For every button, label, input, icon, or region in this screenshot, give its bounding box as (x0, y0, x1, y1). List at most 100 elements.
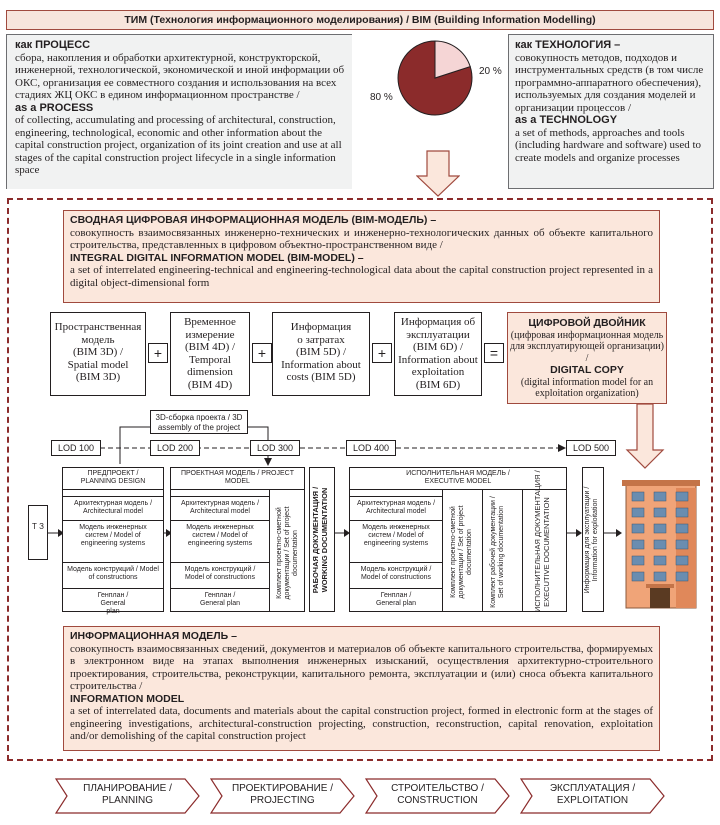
infomodel-ru-text: совокупность взаимосвязанных сведений, д… (70, 642, 653, 693)
dim-6d-l3: (BIM 6D) / (412, 341, 464, 353)
stage-exploitation: ЭКСПЛУАТАЦИЯ /EXPLOITATION (520, 778, 665, 814)
building-window (675, 571, 689, 582)
dim-3d-l3: (BIM 3D) / (72, 346, 124, 358)
executive-arch: Архитектурная модель / Architectural mod… (350, 496, 442, 520)
dim-5d-l5: costs (BIM 5D) (286, 371, 356, 383)
tz-box: Т З (28, 505, 48, 560)
executive-genplan: Генплан / General plan (350, 588, 442, 612)
predproekt-arch: Архитектурная модель / Architectural mod… (63, 496, 163, 520)
plus-sign-1: + (148, 343, 168, 363)
pie-chart (397, 40, 473, 116)
executive-v2: Комплект рабочей документации / Set of w… (490, 496, 505, 608)
stage-projecting-ru: ПРОЕКТИРОВАНИЕ / (231, 783, 334, 794)
executive-title: ИСПОЛНИТЕЛЬНАЯ МОДЕЛЬ / EXECUTIVE MODEL (350, 468, 566, 490)
dim-4d-l4: Temporal (189, 353, 231, 366)
integral-model-box: СВОДНАЯ ЦИФРОВАЯ ИНФОРМАЦИОННАЯ МОДЕЛЬ (… (63, 210, 660, 303)
dim-6d-l5: exploitation (411, 366, 465, 378)
technology-ru-text: совокупность методов, подходов и инструм… (515, 51, 704, 114)
exploit-en: Information for exploitation (592, 498, 599, 582)
dim-6d-l2: эксплуатации (406, 328, 470, 341)
predproekt-genplan: Генплан / General plan (63, 588, 163, 615)
infomodel-en-title: INFORMATION MODEL (70, 692, 185, 705)
dim-5d-box: Информация о затратах (BIM 5D) / Informa… (272, 312, 370, 396)
executive-divider-2 (482, 490, 483, 612)
executive-v3: ИСПОЛНИТЕЛЬНАЯ ДОКУМЕНТАЦИЯ / EXECUTIVE … (533, 470, 557, 612)
bim-frame (7, 198, 713, 761)
exploitation-info: Информация для эксплуатации / Informatio… (582, 467, 604, 612)
dim-5d-l3: (BIM 5D) / (295, 346, 347, 358)
dim-6d-l1: Информация об (400, 316, 476, 328)
equals-sign: = (484, 343, 504, 363)
process-ru-text: сбора, накопления и обработки архитектур… (15, 51, 345, 102)
stage-construction: СТРОИТЕЛЬСТВО /CONSTRUCTION (365, 778, 510, 814)
executive-model: ИСПОЛНИТЕЛЬНАЯ МОДЕЛЬ / EXECUTIVE MODEL … (349, 467, 567, 612)
building-window (653, 523, 667, 534)
exploit-ru: Информация для эксплуатации / (584, 486, 591, 594)
building-window (653, 491, 667, 502)
twin-en-title: DIGITAL COPY (550, 364, 624, 376)
executive-v1: Комплект проектно-сметной документации /… (450, 505, 473, 599)
stage-projecting-en: PROJECTING (250, 795, 315, 806)
process-ru-title: как ПРОЦЕСС (15, 39, 91, 51)
stage-construction-en: CONSTRUCTION (397, 795, 478, 806)
building-window (631, 571, 645, 582)
executive-divider-1 (442, 490, 443, 612)
building-window (653, 555, 667, 566)
plus-sign-2: + (252, 343, 272, 363)
project-title: ПРОЕКТНАЯ МОДЕЛЬ / PROJECT MODEL (171, 468, 304, 490)
building-window (631, 539, 645, 550)
dim-4d-l2: измерение (185, 328, 235, 341)
twin-ru-title: ЦИФРОВОЙ ДВОЙНИК (528, 317, 646, 329)
technology-en-title: as a TECHNOLOGY (515, 114, 618, 126)
twin-en-text: (digital information model for an exploi… (520, 376, 654, 400)
executive-v3-ru: ИСПОЛНИТЕЛЬНАЯ ДОКУМЕНТАЦИЯ / (533, 470, 542, 612)
technology-ru-title: как ТЕХНОЛОГИЯ – (515, 39, 621, 51)
working-ru: РАБОЧАЯ ДОКУМЕНТАЦИЯ / (311, 486, 320, 594)
lod-200: LOD 200 (150, 440, 200, 456)
stage-exploitation-en: EXPLOITATION (556, 795, 629, 806)
technology-panel: как ТЕХНОЛОГИЯ – совокупность методов, п… (508, 34, 714, 189)
stage-planning: ПЛАНИРОВАНИЕ /PLANNING (55, 778, 200, 814)
header-title: ТИМ (Технология информационного моделиро… (6, 10, 714, 30)
stage-exploitation-ru: ЭКСПЛУАТАЦИЯ / (549, 783, 636, 794)
dim-5d-l1: Информация (290, 321, 352, 333)
integral-en-text: a set of interrelated engineering-techni… (70, 264, 653, 289)
dim-3d-l1: Пространственная (54, 321, 142, 333)
down-arrow (416, 150, 460, 197)
project-model: ПРОЕКТНАЯ МОДЕЛЬ / PROJECT MODEL Архитек… (170, 467, 305, 612)
process-en-title: as a PROCESS (15, 101, 94, 114)
dim-4d-l6: (BIM 4D) (187, 378, 233, 391)
building-window (631, 491, 645, 502)
predproekt-model: ПРЕДПРОЕКТ / PLANNING DESIGN Архитектурн… (62, 467, 164, 615)
dim-4d-l5: dimension (187, 366, 233, 378)
tz-label: Т З (32, 522, 44, 531)
dim-3d-l5: (BIM 3D) (75, 371, 121, 383)
dim-6d-l6: (BIM 6D) (415, 378, 461, 391)
dim-5d-l2: о затратах (297, 333, 345, 346)
twin-ru-text: (цифровая информационная модель для эксп… (510, 329, 664, 364)
pie-label-20: 20 % (479, 66, 502, 77)
project-genplan: Генплан / General plan (171, 588, 269, 612)
executive-eng: Модель инженерных систем / Model of engi… (350, 520, 442, 556)
integral-ru-title: СВОДНАЯ ЦИФРОВАЯ ИНФОРМАЦИОННАЯ МОДЕЛЬ (… (70, 214, 437, 226)
predproekt-constr: Модель конструкций / Model of constructi… (63, 562, 163, 586)
process-en-text: of collecting, accumulating and processi… (15, 114, 342, 176)
infomodel-ru-title: ИНФОРМАЦИОННАЯ МОДЕЛЬ – (70, 630, 237, 642)
integral-ru-text: совокупность взаимосвязанных инженерно-т… (70, 226, 653, 252)
pie-label-80: 80 % (370, 92, 393, 103)
executive-constr: Модель конструкций / Model of constructi… (350, 562, 442, 586)
lod-500: LOD 500 (566, 440, 616, 456)
dim-4d-l1: Временное (184, 316, 236, 328)
project-eng: Модель инженерных систем / Model of engi… (171, 520, 269, 556)
stage-construction-ru: СТРОИТЕЛЬСТВО / (391, 783, 484, 794)
building-window (653, 539, 667, 550)
executive-divider-3 (522, 490, 523, 612)
plus-sign-3: + (372, 343, 392, 363)
dim-4d-l3: (BIM 4D) / (184, 341, 236, 353)
project-divider (269, 490, 270, 612)
building-window (675, 507, 689, 518)
building-window (675, 491, 689, 502)
technology-en-text: a set of methods, approaches and tools (… (515, 126, 702, 164)
predproekt-eng: Модель инженерных систем / Model of engi… (63, 520, 163, 556)
dim-4d-box: Временное измерение (BIM 4D) / Temporal … (170, 312, 250, 396)
